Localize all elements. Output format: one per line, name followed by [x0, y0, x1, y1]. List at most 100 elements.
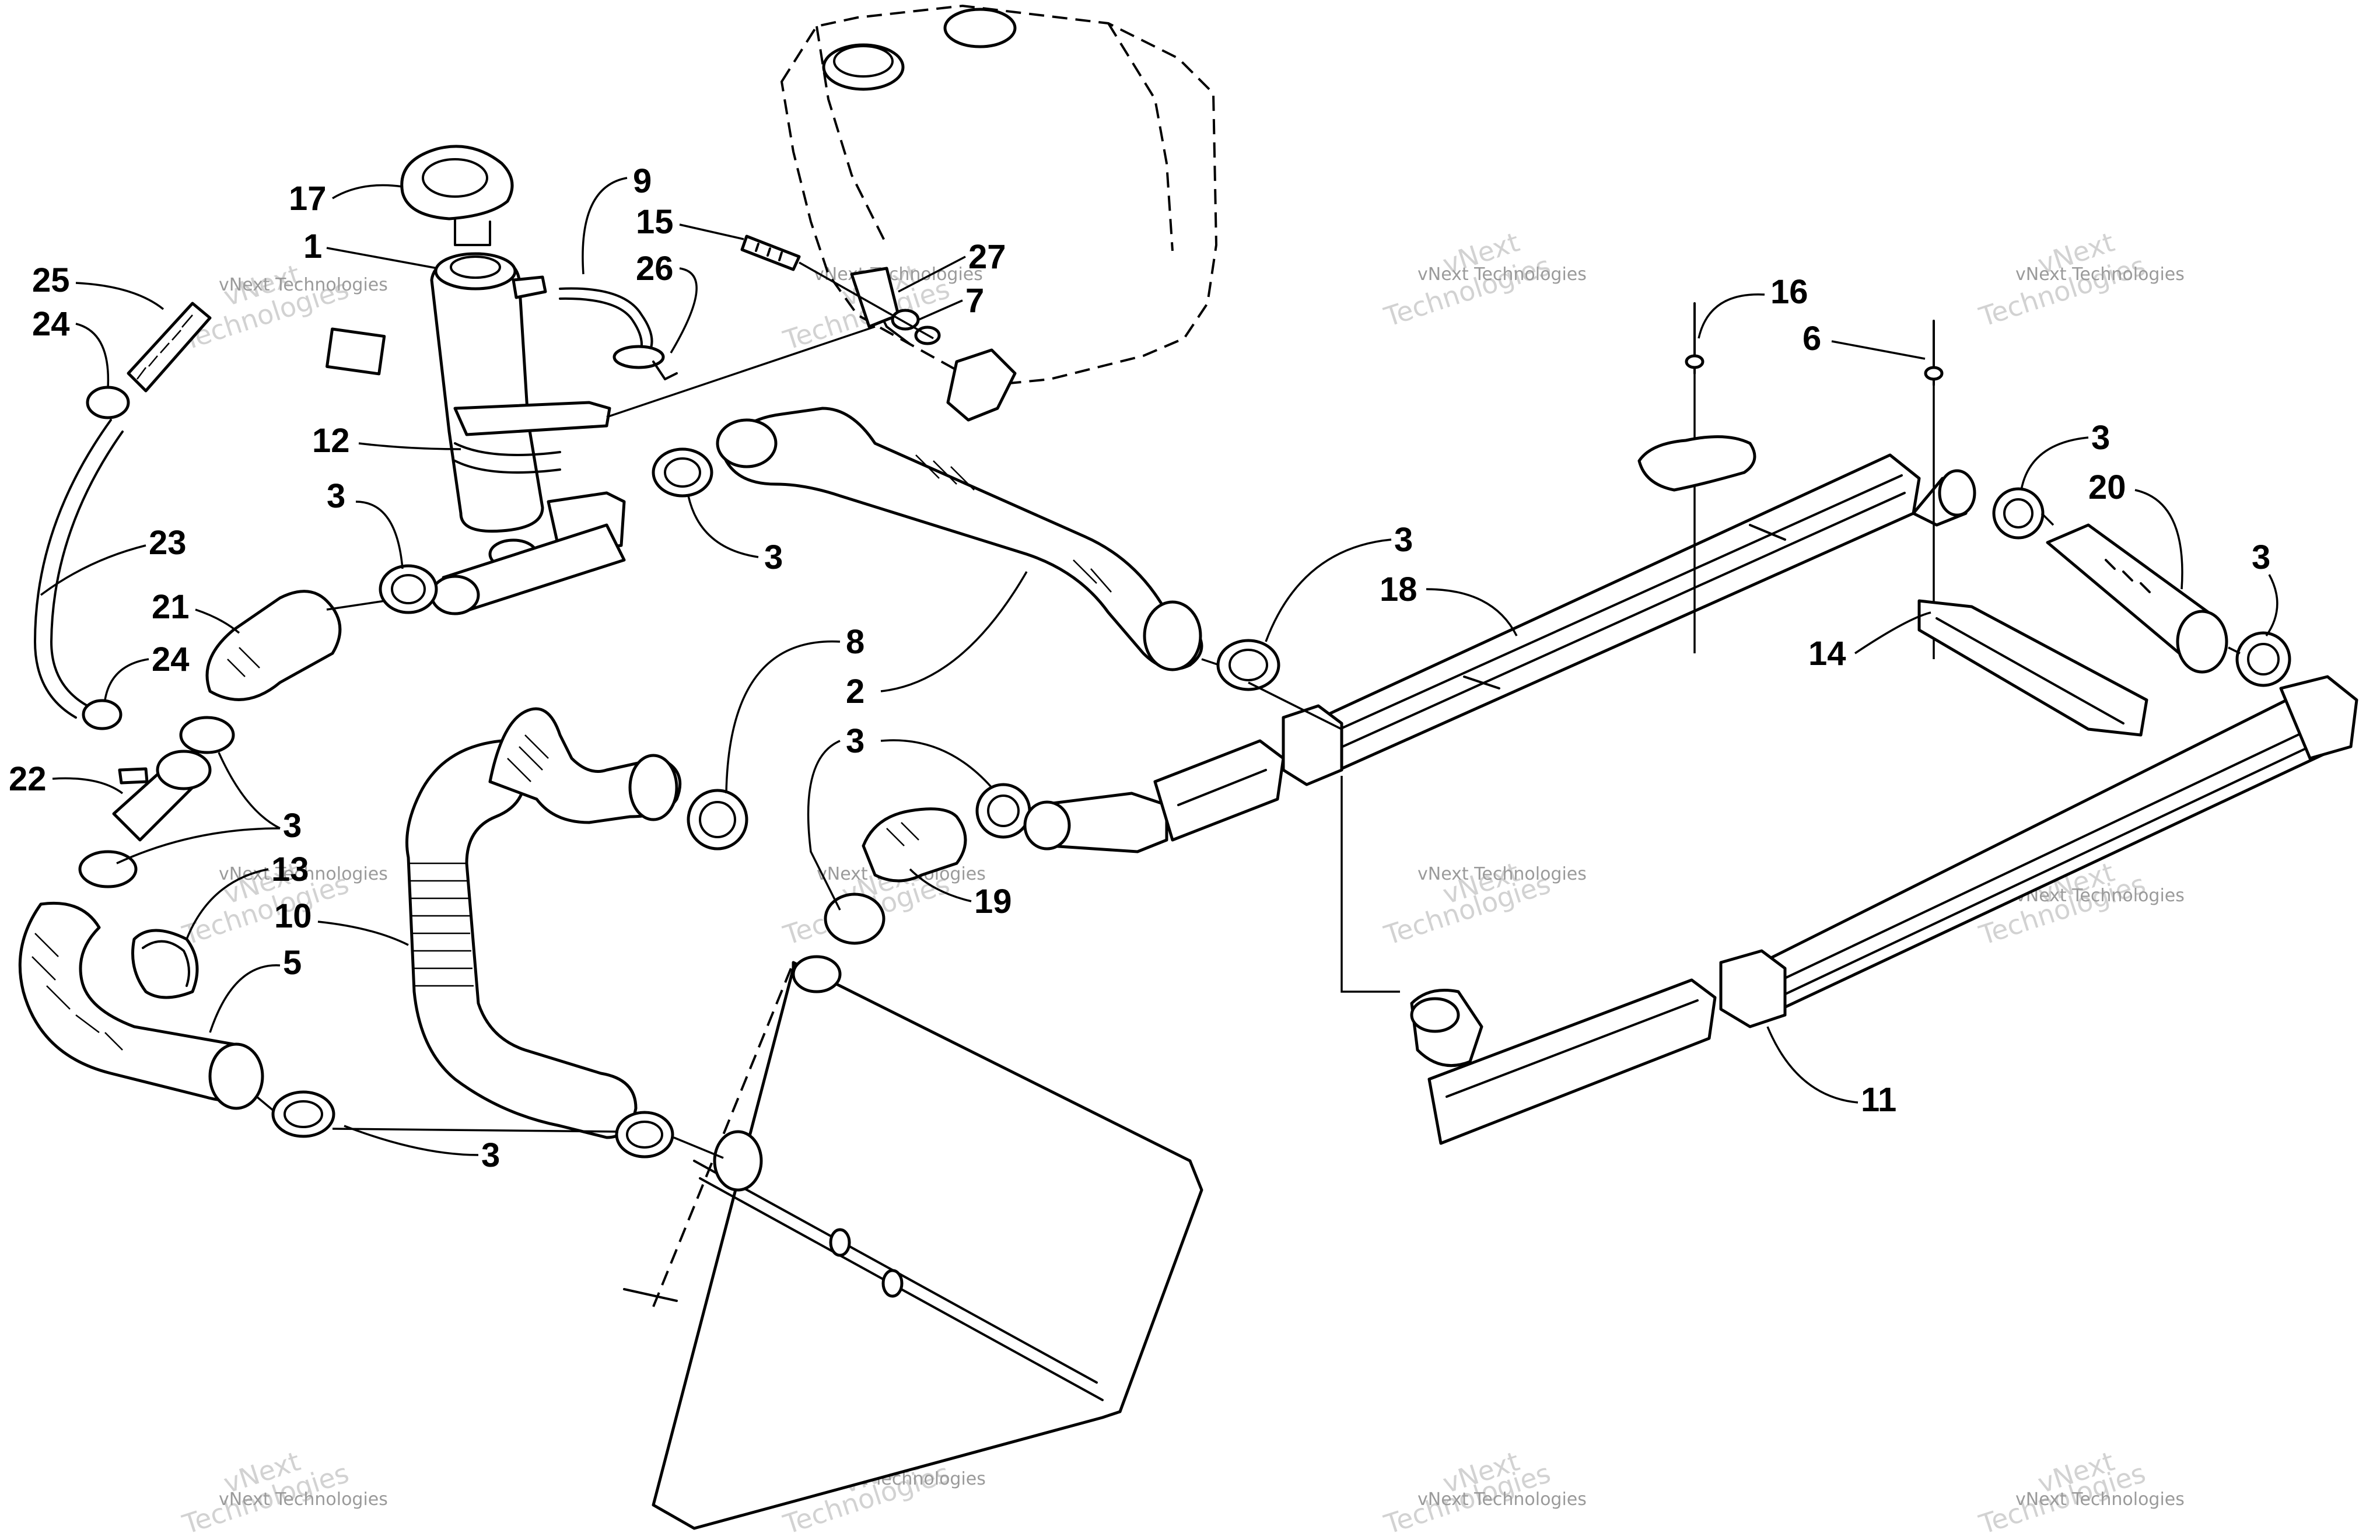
svg-text:5: 5: [283, 944, 302, 982]
svg-text:vNext Technologies: vNext Technologies: [219, 275, 388, 295]
hose-clamp: [1216, 639, 1280, 691]
svg-text:vNext Technologies: vNext Technologies: [2015, 1489, 2185, 1510]
clamp-ring: [131, 929, 199, 999]
svg-text:20: 20: [2088, 468, 2126, 506]
watermark: vNext Technologies vNext Technologies: [178, 1446, 388, 1540]
hose-clamp: [179, 716, 235, 754]
hose-clamp: [824, 892, 886, 945]
rivet: [1685, 302, 1704, 653]
coolant-reservoir-tank: [780, 4, 1218, 422]
callout-15: 15: [636, 203, 744, 241]
upper-s-hose: [488, 707, 682, 824]
callout-9: 9: [582, 162, 652, 275]
svg-text:vNext Technologies: vNext Technologies: [2015, 264, 2185, 285]
svg-text:vNext Technologies: vNext Technologies: [219, 864, 388, 884]
callout-8: 8: [725, 623, 864, 794]
hose-clamp: [652, 447, 713, 498]
heat-exchanger-lower: [1719, 675, 2358, 1028]
callout-12: 12: [312, 422, 461, 460]
svg-text:23: 23: [149, 524, 187, 562]
callout-24: 24: [32, 305, 110, 388]
callout-23: 23: [40, 524, 187, 596]
radiator-outlet: [792, 955, 842, 993]
svg-text:24: 24: [32, 305, 70, 343]
callout-3: 3: [2020, 419, 2110, 491]
hose-clamp: [271, 1090, 335, 1138]
svg-text:6: 6: [1803, 320, 1821, 358]
svg-text:3: 3: [2091, 419, 2110, 457]
corrugated-hose: [405, 739, 638, 1139]
svg-text:9: 9: [633, 162, 652, 200]
watermark: vNext Technologies vNext Technologies: [1380, 856, 1587, 951]
watermark: vNext Technologies vNext Technologies: [1380, 1446, 1587, 1540]
hose-clamp: [1992, 487, 2045, 540]
callout-3: 3: [344, 1125, 500, 1174]
svg-text:15: 15: [636, 203, 674, 241]
hose-clamp: [975, 783, 1031, 839]
svg-text:27: 27: [968, 238, 1006, 276]
short-hose: [862, 807, 967, 883]
mounting-bracket-rail: [1917, 599, 2148, 737]
svg-text:21: 21: [152, 588, 190, 626]
pipe-nipple: [430, 523, 626, 615]
callout-17: 17: [289, 180, 403, 218]
callout-3: 3: [2252, 538, 2278, 637]
callout-18: 18: [1380, 570, 1518, 636]
hose-clamp: [82, 699, 123, 730]
svg-text:vNext Technologies: vNext Technologies: [1418, 264, 1587, 285]
hose-clamp: [2235, 631, 2291, 687]
heat-exchanger-upper: [1282, 453, 1921, 786]
svg-text:2: 2: [846, 673, 864, 710]
decal: [326, 327, 386, 376]
svg-text:12: 12: [312, 422, 350, 460]
hose-clamp: [86, 386, 130, 419]
callout-21: 21: [152, 588, 240, 634]
callout-10: 10: [274, 897, 409, 946]
svg-text:11: 11: [1861, 1081, 1896, 1119]
callout-3: 3: [116, 752, 302, 864]
spring-sleeve: [127, 302, 212, 393]
svg-text:vNext Technologies: vNext Technologies: [1418, 1489, 1587, 1510]
svg-text:3: 3: [2252, 538, 2270, 576]
callout-25: 25: [32, 261, 164, 310]
callout-7: 7: [918, 282, 984, 321]
svg-text:3: 3: [764, 538, 783, 576]
svg-text:14: 14: [1808, 635, 1846, 673]
radiator-inlet: [713, 1130, 763, 1192]
svg-text:3: 3: [481, 1136, 500, 1174]
svg-text:26: 26: [636, 250, 674, 288]
callout-22: 22: [9, 760, 124, 798]
callout-26: 26: [636, 250, 698, 354]
callout-11: 11: [1766, 1026, 1896, 1119]
hose-clamp: [615, 1111, 674, 1158]
svg-text:19: 19: [974, 883, 1012, 921]
svg-text:22: 22: [9, 760, 47, 798]
svg-text:13: 13: [271, 850, 309, 888]
svg-text:18: 18: [1380, 570, 1418, 608]
hose-clamp: [687, 789, 748, 850]
callout-3: 3: [687, 495, 783, 576]
lower-hose: [18, 901, 264, 1110]
radiator-plate: [623, 955, 1203, 1530]
mounting-bracket: [453, 401, 611, 436]
overflow-hose: [34, 419, 124, 719]
callout-24: 24: [104, 640, 190, 701]
svg-text:1: 1: [303, 228, 322, 265]
svg-text:10: 10: [274, 897, 312, 935]
reservoir-cap-boss: [943, 8, 1017, 48]
elbow-hose: [205, 590, 342, 701]
hose-clamp: [612, 345, 678, 380]
callout-19: 19: [909, 868, 1012, 921]
callout-3: 3: [1265, 521, 1413, 642]
svg-text:8: 8: [846, 623, 864, 661]
svg-text:vNext Technologies: vNext Technologies: [1418, 864, 1587, 884]
filler-neck-bottle: [326, 252, 626, 570]
svg-text:vNext Technologies: vNext Technologies: [814, 264, 983, 285]
callout-3: 3: [807, 722, 993, 911]
svg-text:17: 17: [289, 180, 327, 218]
foam-pad: [1637, 435, 1756, 492]
svg-text:3: 3: [283, 807, 302, 845]
callout-3: 3: [327, 477, 404, 569]
callout-14: 14: [1808, 611, 1931, 673]
